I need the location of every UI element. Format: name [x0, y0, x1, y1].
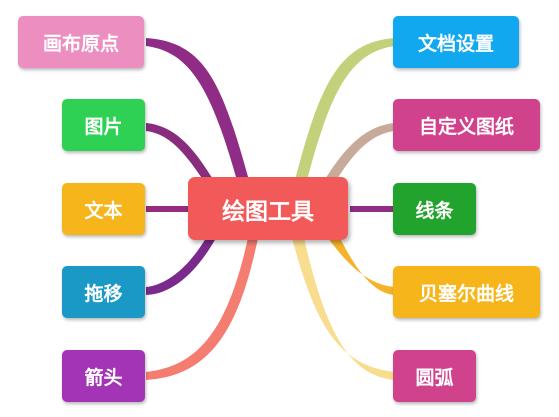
- node-arc[interactable]: 圆弧: [393, 350, 476, 402]
- link-arrow: [146, 238, 258, 380]
- node-label: 文本: [84, 199, 123, 222]
- node-image[interactable]: 图片: [62, 99, 145, 151]
- node-label: 拖移: [84, 282, 123, 305]
- node-pan[interactable]: 拖移: [62, 266, 145, 318]
- node-label: 线条: [415, 199, 454, 222]
- link-canvas-origin: [146, 38, 250, 184]
- node-label: 自定义图纸: [418, 115, 514, 138]
- center-node[interactable]: 绘图工具: [188, 177, 348, 240]
- link-text: [146, 206, 190, 212]
- link-arc: [292, 238, 395, 380]
- node-custom-drawing[interactable]: 自定义图纸: [393, 99, 540, 151]
- link-pan: [146, 238, 216, 295]
- node-arrow[interactable]: 箭头: [62, 350, 145, 402]
- link-image: [146, 123, 216, 184]
- node-document-settings[interactable]: 文档设置: [393, 16, 519, 68]
- link-line: [350, 206, 395, 212]
- node-line[interactable]: 线条: [393, 183, 476, 235]
- node-label: 贝塞尔曲线: [418, 282, 514, 305]
- link-bezier: [328, 238, 395, 295]
- node-label: 图片: [84, 115, 123, 138]
- node-canvas-origin[interactable]: 画布原点: [18, 16, 144, 68]
- link-document-settings: [294, 38, 395, 184]
- node-text[interactable]: 文本: [62, 183, 145, 235]
- node-bezier[interactable]: 贝塞尔曲线: [393, 266, 540, 318]
- node-label: 文档设置: [417, 32, 494, 55]
- center-node-label: 绘图工具: [222, 198, 314, 225]
- node-label: 圆弧: [415, 366, 454, 389]
- link-custom-drawing: [322, 123, 395, 184]
- node-label: 箭头: [84, 366, 123, 389]
- node-label: 画布原点: [42, 32, 119, 55]
